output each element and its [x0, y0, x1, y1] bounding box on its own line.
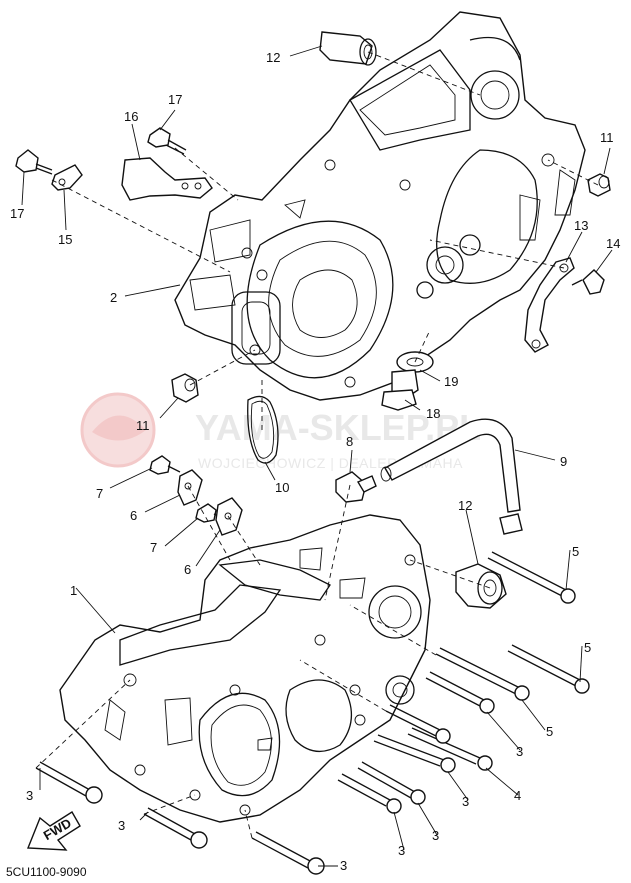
part-6-plate-lower	[215, 497, 243, 536]
leader-lines	[21, 45, 613, 867]
callout-15: 15	[58, 232, 72, 247]
callout-4: 4	[514, 788, 521, 803]
part-3-bolt-8	[251, 831, 325, 875]
callout-3c: 3	[340, 858, 347, 873]
callout-7b: 7	[150, 540, 157, 555]
callout-2: 2	[110, 290, 117, 305]
callout-3b: 3	[118, 818, 125, 833]
part-11-dowel-left	[171, 373, 199, 403]
callout-3e: 3	[432, 828, 439, 843]
part-9-hose	[380, 418, 523, 535]
callout-17a: 17	[10, 206, 24, 221]
part-5-bolt-1	[487, 551, 576, 604]
part-12-bushing-top	[319, 31, 377, 66]
watermark-logo-mark	[92, 415, 146, 441]
part-3-bolt-3	[373, 734, 456, 773]
callout-3d: 3	[398, 843, 405, 858]
part-8-fitting	[335, 471, 377, 503]
part-17-bolt-left	[15, 149, 53, 175]
callout-11b: 11	[136, 418, 150, 433]
callout-6a: 6	[130, 508, 137, 523]
callout-5c: 5	[572, 544, 579, 559]
callout-5b: 5	[584, 640, 591, 655]
crankcase-right	[174, 11, 586, 401]
callout-17b: 17	[168, 92, 182, 107]
fwd-arrow: FWD	[26, 811, 81, 851]
callout-11a: 11	[600, 130, 614, 145]
part-12-bushing-lower	[455, 563, 507, 609]
part-3-bolt-5	[337, 773, 402, 814]
callout-16: 16	[124, 109, 138, 124]
part-15-plate	[51, 164, 83, 191]
callout-3a: 3	[26, 788, 33, 803]
part-13-plate	[524, 257, 575, 353]
part-18-drain-plug	[381, 369, 419, 411]
callout-8: 8	[346, 434, 353, 449]
callout-9: 9	[560, 454, 567, 469]
part-3-bolt-2	[385, 704, 451, 744]
part-5-bolt-3	[435, 647, 530, 701]
part-3-bolt-4	[357, 761, 426, 805]
part-14-bolt	[571, 269, 605, 295]
callout-7a: 7	[96, 486, 103, 501]
part-6-plate-upper	[177, 469, 203, 506]
callout-1: 1	[70, 583, 77, 598]
callout-10: 10	[275, 480, 289, 495]
callout-3g: 3	[516, 744, 523, 759]
center-lines	[35, 51, 599, 839]
callout-12b: 12	[458, 498, 472, 513]
part-3-bolt-7	[143, 807, 208, 849]
callout-13: 13	[574, 218, 588, 233]
callout-3f: 3	[462, 794, 469, 809]
callout-18: 18	[426, 406, 440, 421]
callout-5a: 5	[546, 724, 553, 739]
callout-19: 19	[444, 374, 458, 389]
callout-6b: 6	[184, 562, 191, 577]
part-11-dowel-right	[587, 173, 611, 197]
crankcase-left	[59, 514, 431, 823]
part-17-bolt-top	[147, 127, 187, 155]
callout-labels: 1 2 3 3 3 3 3 3 3 4 5 5 5 6 6 7 7 8 9 10…	[10, 50, 620, 873]
part-3-bolt-1	[425, 671, 495, 714]
part-7-bolt-upper	[149, 455, 181, 475]
part-10-o-ring	[247, 395, 279, 464]
part-3-bolt-6	[35, 761, 103, 804]
callout-14: 14	[606, 236, 620, 251]
part-5-bolt-2	[507, 644, 590, 694]
diagram-code: 5CU1100-9090	[6, 865, 87, 879]
part-16-bracket	[121, 157, 213, 201]
watermark: YAMA-SKLEP.PL WOJCIECHOWICZ | DEALER YAM…	[80, 392, 481, 471]
callout-12a: 12	[266, 50, 280, 65]
